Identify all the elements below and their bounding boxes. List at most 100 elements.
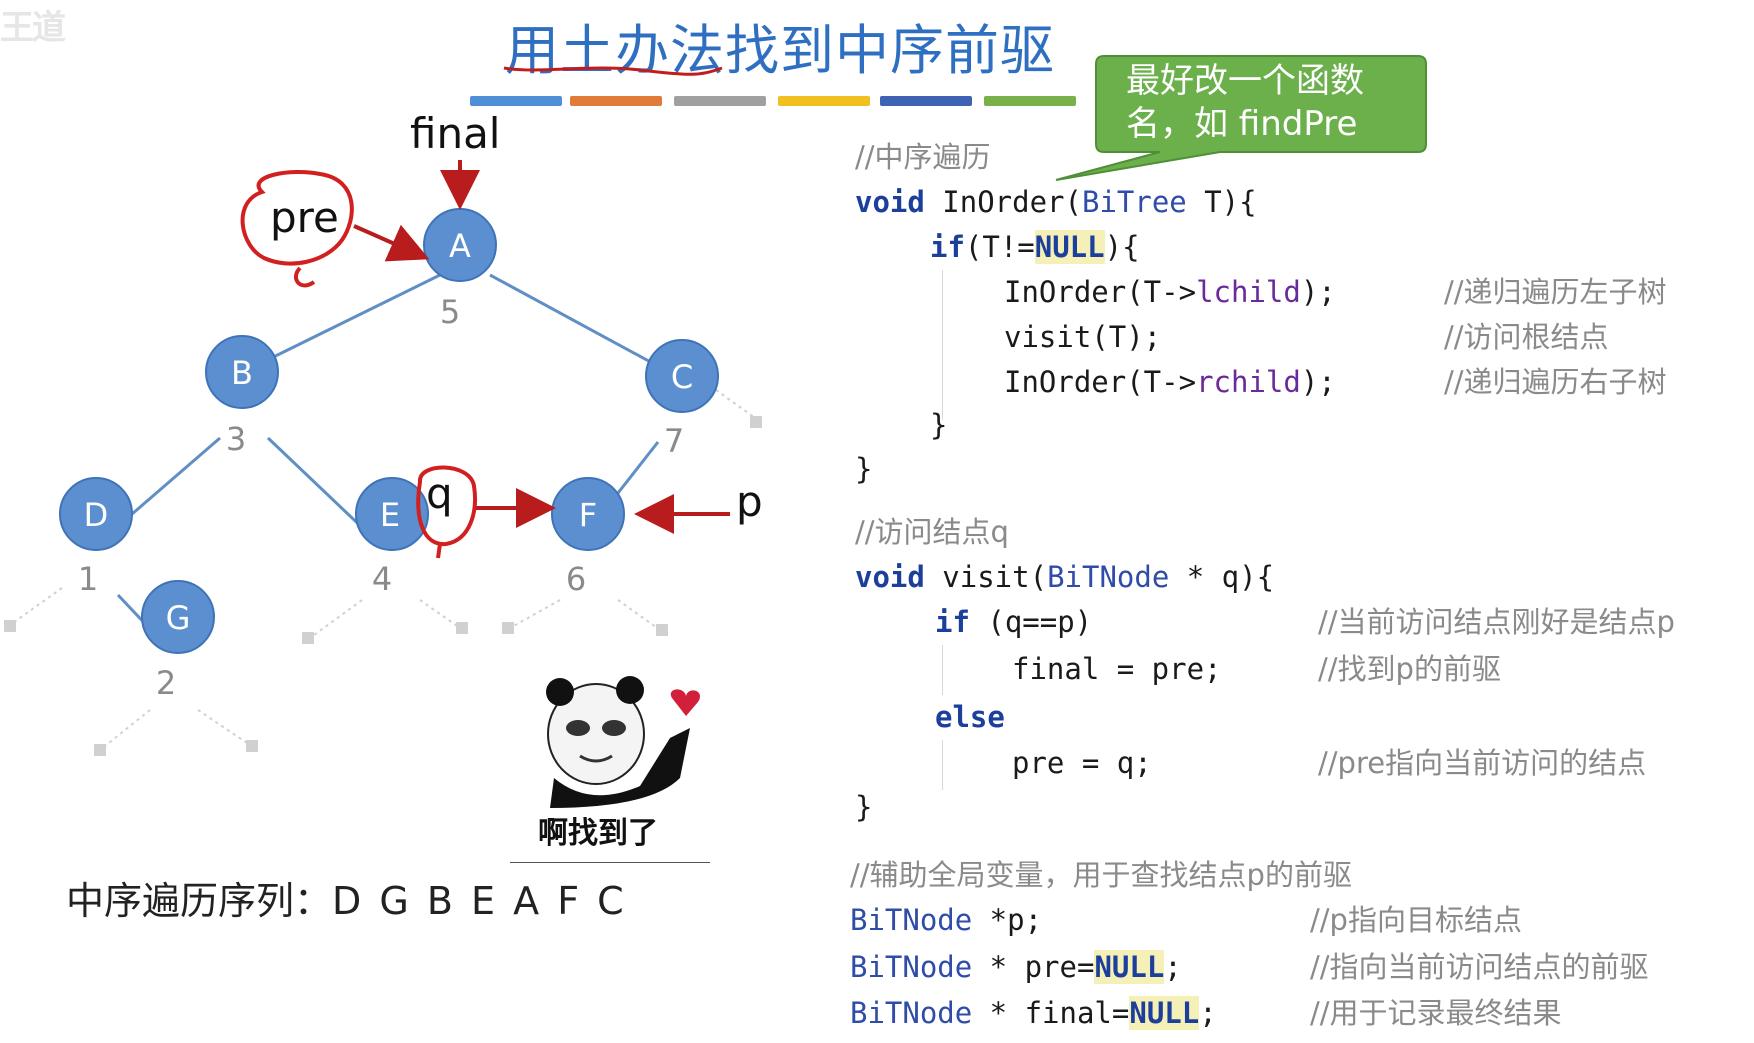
null-keyword: NULL — [1094, 950, 1165, 984]
code-comment: //p指向目标结点 — [1310, 903, 1522, 937]
indent-guide — [942, 645, 943, 695]
field-name: rchild — [1196, 365, 1301, 399]
color-bar-1 — [470, 96, 562, 106]
code-text: ; — [1199, 996, 1217, 1030]
code-text: (q==p) — [969, 605, 1093, 639]
code-comment: //递归遍历左子树 — [1444, 275, 1667, 309]
code-line-visit: visit(T); — [1004, 320, 1162, 354]
type-name: BiTNode — [850, 996, 973, 1030]
meme-caption: 啊找到了 — [538, 816, 658, 851]
code-text: *p; — [972, 903, 1043, 937]
title-underline-scribble — [503, 66, 723, 76]
null-keyword: NULL — [1129, 996, 1200, 1030]
code-line-if-not-null: if(T!=NULL){ — [930, 230, 1140, 264]
tree-node-b — [205, 335, 279, 409]
divider-line — [510, 862, 710, 863]
code-line-else: else — [935, 700, 1005, 734]
code-comment: //递归遍历右子树 — [1444, 365, 1667, 399]
indent-guide — [942, 270, 943, 420]
code-text: (T!= — [964, 230, 1035, 264]
panda-meme-image — [546, 676, 701, 808]
code-comment: //指向当前访问结点的前驱 — [1310, 950, 1649, 984]
pointer-label-pre: pre — [270, 193, 339, 242]
code-line-visit-signature: void visit(BiTNode * q){ — [855, 560, 1274, 594]
code-text: ); — [1300, 365, 1336, 399]
color-bar-3 — [674, 96, 766, 106]
null-link — [419, 599, 461, 629]
code-line-pre-assign: pre = q; — [1012, 746, 1152, 780]
type-name: BiTNode — [850, 950, 973, 984]
null-link — [715, 389, 759, 421]
code-comment: //用于记录最终结果 — [1310, 996, 1562, 1030]
color-bar-5 — [880, 96, 972, 106]
pre-arrow — [353, 224, 430, 262]
tree-node-g — [141, 580, 215, 654]
null-link — [617, 599, 661, 631]
code-line-global-final: BiTNode * final=NULL; — [850, 996, 1217, 1030]
code-text: * pre= — [972, 950, 1095, 984]
type-name: BiTNode — [850, 903, 973, 937]
null-link — [99, 709, 151, 751]
pointer-label-final: final — [410, 110, 500, 158]
code-text: InOrder(T-> — [1004, 365, 1197, 399]
callout-line-1: 最好改一个函数 — [1126, 61, 1364, 101]
tree-node-d — [59, 477, 133, 551]
callout-line-2: 名，如 findPre — [1126, 104, 1358, 144]
code-line-close-brace: } — [930, 408, 948, 442]
null-link — [197, 709, 251, 746]
heart-icon — [670, 689, 701, 716]
keyword: void — [855, 560, 925, 594]
code-text: ){ — [1104, 230, 1140, 264]
inorder-sequence-label: 中序遍历序列： — [66, 879, 333, 923]
order-number-e: 4 — [372, 560, 392, 598]
code-comment-globals: //辅助全局变量，用于查找结点p的前驱 — [850, 858, 1352, 892]
binary-tree-diagram: A B C D E F G 5 3 7 1 4 6 2 final pre q … — [4, 110, 763, 756]
node-label-e: E — [380, 496, 400, 534]
tree-node-e — [355, 477, 429, 551]
order-number-f: 6 — [566, 560, 586, 598]
inorder-sequence-value: D G B E A F C — [332, 879, 627, 923]
node-label-g: G — [166, 599, 191, 637]
code-line-final-assign: final = pre; — [1012, 652, 1222, 686]
code-comment: //访问根结点 — [1444, 320, 1609, 354]
edge-a-b — [242, 273, 441, 374]
order-number-d: 1 — [78, 560, 98, 598]
node-label-a: A — [449, 227, 471, 265]
node-label-c: C — [671, 358, 693, 396]
indent-guide — [942, 740, 943, 790]
edge-b-e — [266, 436, 372, 537]
keyword: void — [855, 185, 925, 219]
color-bar-6 — [984, 96, 1076, 106]
slide-title: 用土办法找到中序前驱 — [505, 19, 1055, 82]
code-comment-visit: //访问结点q — [855, 515, 1009, 549]
keyword: if — [930, 230, 965, 264]
code-line-inorder-right: InOrder(T->rchild); — [1004, 365, 1336, 399]
code-text: ); — [1300, 275, 1336, 309]
q-circle-scribble — [416, 465, 477, 559]
code-text: ; — [1164, 950, 1182, 984]
pointer-label-q: q — [426, 469, 453, 518]
node-label-d: D — [84, 496, 109, 534]
code-comment: //pre指向当前访问的结点 — [1318, 746, 1647, 780]
inorder-sequence: 中序遍历序列：D G B E A F C — [66, 870, 627, 925]
code-text: * final= — [972, 996, 1130, 1030]
pointer-label-p: p — [736, 477, 763, 526]
code-line-if-q-equals-p: if (q==p) — [935, 605, 1092, 639]
code-text: * q){ — [1169, 560, 1275, 594]
order-number-c: 7 — [664, 422, 684, 460]
keyword: else — [935, 700, 1005, 734]
null-keyword: NULL — [1034, 230, 1105, 264]
node-label-f: F — [579, 496, 597, 534]
field-name: lchild — [1196, 275, 1301, 309]
null-link — [9, 587, 63, 626]
color-bar-4 — [778, 96, 870, 106]
type-name: BiTNode — [1047, 560, 1170, 594]
code-comment: //当前访问结点刚好是结点p — [1318, 605, 1675, 639]
node-label-b: B — [231, 354, 253, 392]
null-link — [309, 599, 363, 639]
color-bar-2 — [570, 96, 662, 106]
type-name: BiTree — [1081, 185, 1187, 219]
code-line-close-brace: } — [855, 452, 873, 486]
code-line-inorder-signature: void InOrder(BiTree T){ — [855, 185, 1257, 219]
tree-node-c — [645, 339, 719, 413]
